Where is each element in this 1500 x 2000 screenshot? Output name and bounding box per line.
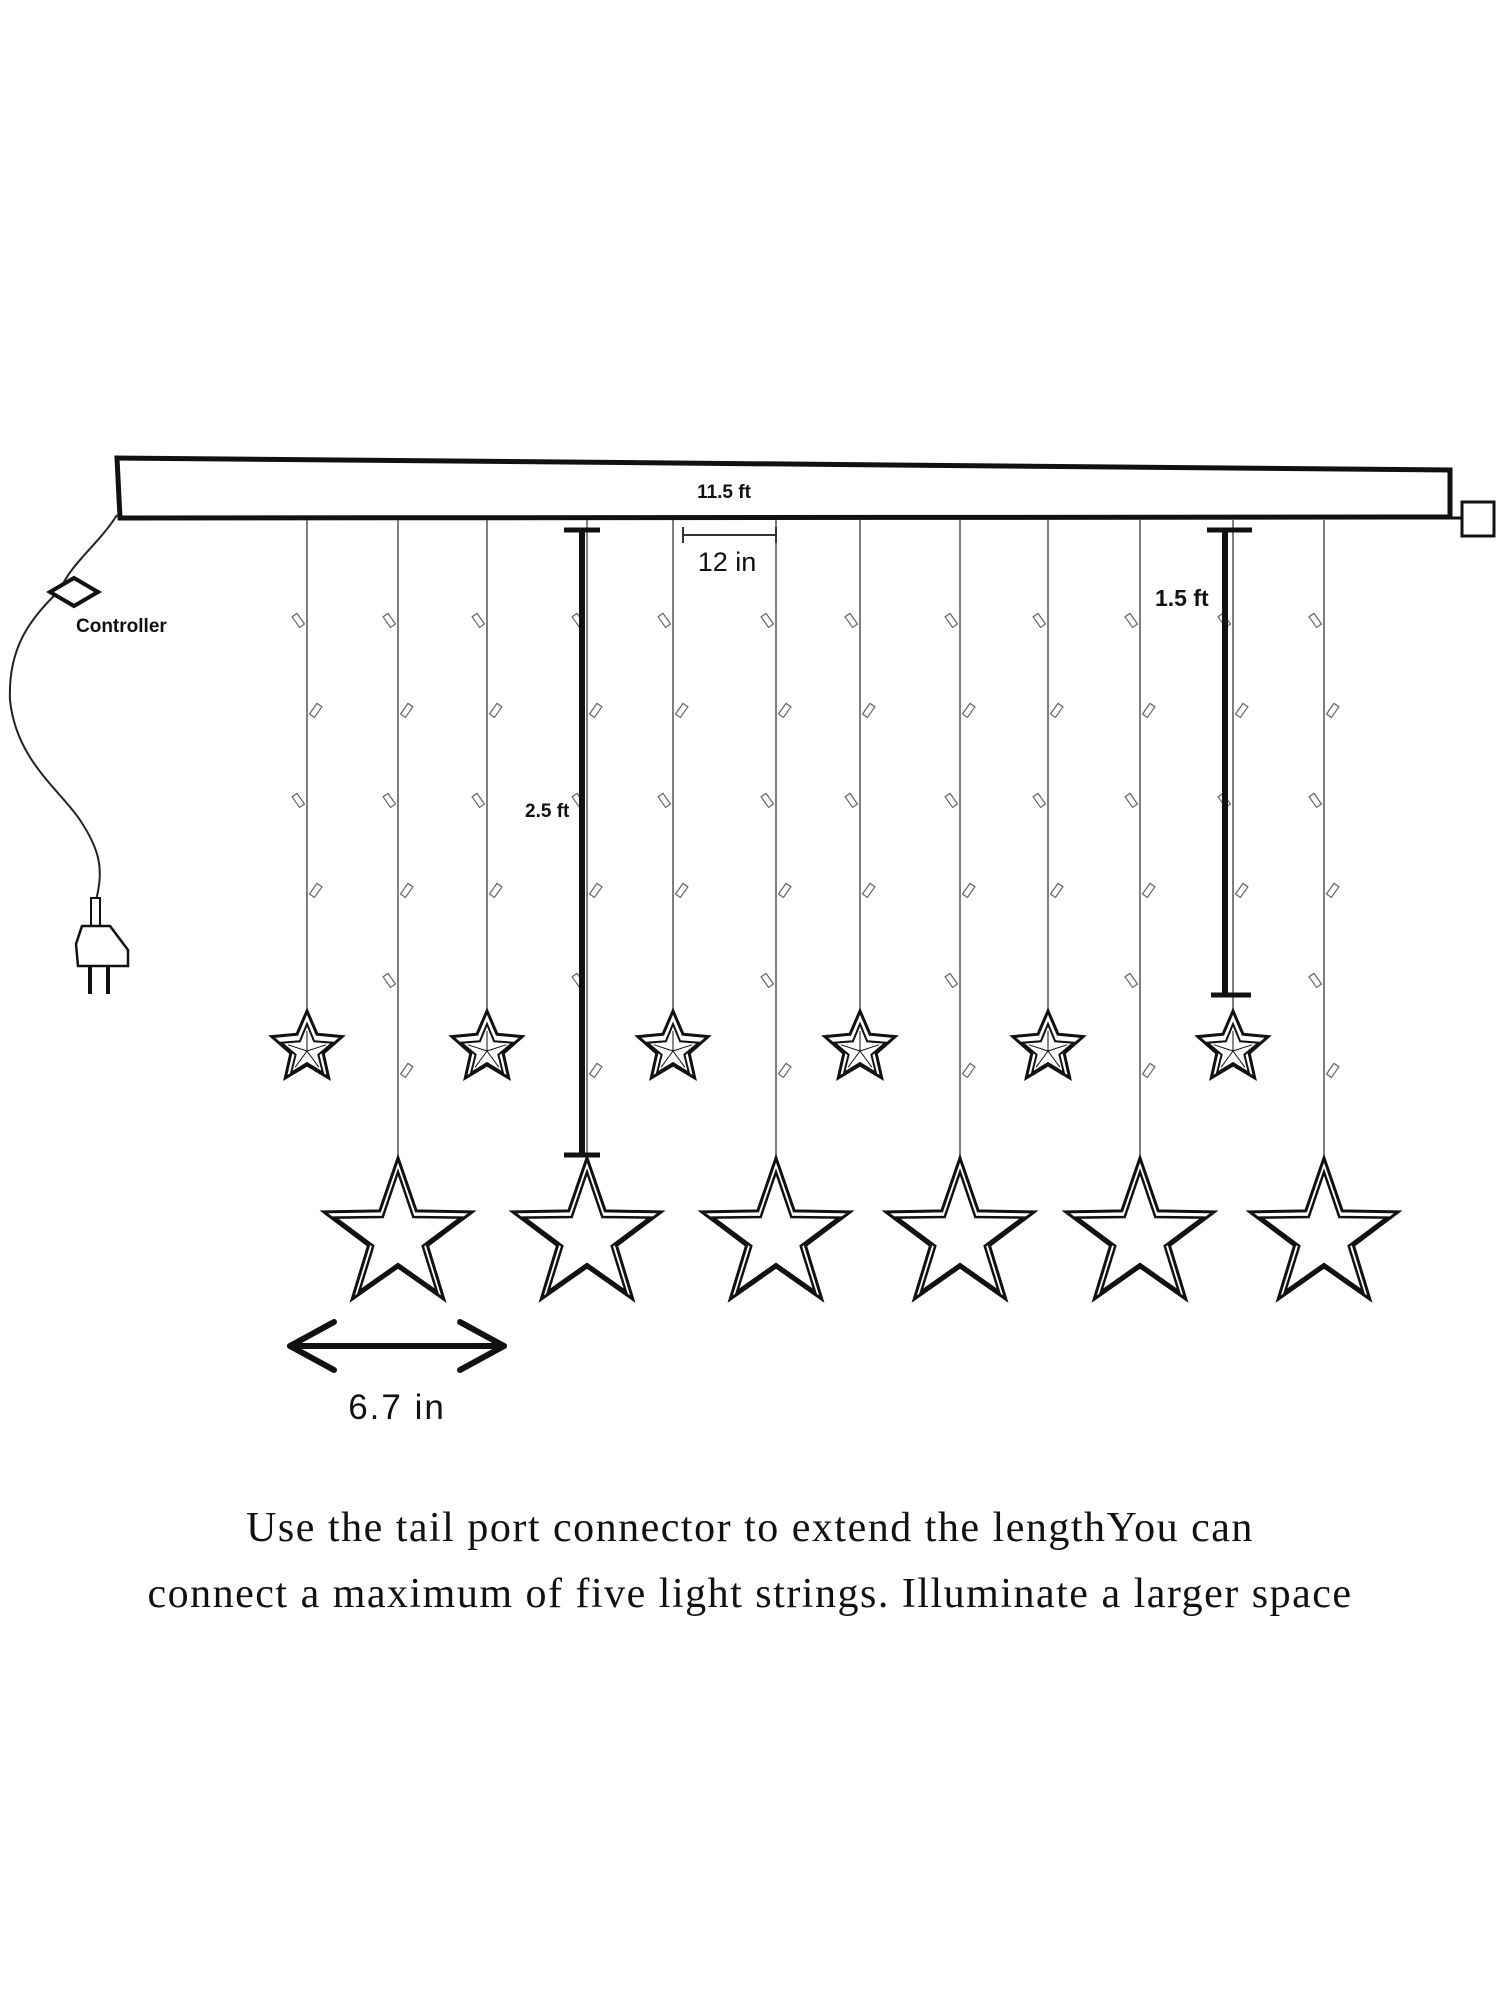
large-star-icon bbox=[697, 1153, 855, 1303]
led-bulb bbox=[760, 972, 775, 989]
led-bulb bbox=[488, 882, 503, 899]
long-drop-dimension bbox=[564, 527, 600, 1158]
led-bulb bbox=[674, 702, 689, 719]
led-bulb bbox=[1141, 702, 1156, 719]
led-bulb bbox=[657, 792, 672, 809]
top-rail bbox=[114, 455, 1453, 521]
caption-line-1: Use the tail port connector to extend th… bbox=[246, 1505, 1254, 1551]
led-bulb bbox=[291, 612, 306, 629]
led-bulb bbox=[382, 792, 397, 809]
led-bulb bbox=[399, 882, 414, 899]
led-bulb bbox=[777, 1062, 792, 1079]
led-bulb bbox=[1124, 612, 1139, 629]
led-bulb bbox=[861, 702, 876, 719]
short-drop-label: 1.5 ft bbox=[1155, 585, 1209, 611]
led-bulb bbox=[944, 972, 959, 989]
led-bulb bbox=[382, 972, 397, 989]
led-bulb bbox=[1308, 972, 1323, 989]
large-star-icon bbox=[319, 1153, 477, 1303]
light-strings bbox=[291, 520, 1340, 1158]
led-bulb bbox=[1124, 972, 1139, 989]
led-bulb bbox=[1325, 702, 1340, 719]
led-bulb bbox=[961, 1062, 976, 1079]
led-bulb bbox=[777, 882, 792, 899]
led-bulb bbox=[1032, 792, 1047, 809]
led-bulb bbox=[1234, 702, 1249, 719]
led-bulb bbox=[760, 612, 775, 629]
power-cord bbox=[8, 514, 118, 901]
led-bulb bbox=[471, 792, 486, 809]
led-bulb bbox=[961, 702, 976, 719]
led-bulb bbox=[861, 882, 876, 899]
small-star-icon bbox=[634, 1007, 712, 1081]
led-bulb bbox=[844, 612, 859, 629]
led-bulb bbox=[657, 612, 672, 629]
led-bulb bbox=[1308, 612, 1323, 629]
led-bulb bbox=[588, 882, 603, 899]
led-bulb bbox=[399, 1062, 414, 1079]
caption-line-2: connect a maximum of five light strings.… bbox=[147, 1571, 1353, 1617]
double-arrow-icon bbox=[287, 1319, 507, 1373]
short-drop-dimension bbox=[1207, 527, 1252, 998]
spacing-dimension bbox=[682, 527, 777, 543]
led-bulb bbox=[1049, 702, 1064, 719]
led-bulb bbox=[760, 792, 775, 809]
large-star-icon bbox=[1245, 1153, 1403, 1303]
large-star-icon bbox=[881, 1153, 1039, 1303]
large-star-icon bbox=[508, 1153, 666, 1303]
small-star-icon bbox=[821, 1007, 899, 1081]
small-star-icon bbox=[448, 1007, 526, 1081]
caption: Use the tail port connector to extend th… bbox=[0, 1495, 1500, 1627]
controller-label: Controller bbox=[76, 616, 167, 637]
led-bulb bbox=[488, 702, 503, 719]
led-bulb bbox=[777, 702, 792, 719]
led-bulb bbox=[588, 702, 603, 719]
rail-length-label: 11.5 ft bbox=[697, 482, 752, 503]
led-bulb bbox=[308, 882, 323, 899]
led-bulb bbox=[944, 792, 959, 809]
led-bulb bbox=[1032, 612, 1047, 629]
led-bulb bbox=[1234, 882, 1249, 899]
led-bulb bbox=[1308, 792, 1323, 809]
led-bulb bbox=[1049, 882, 1064, 899]
led-bulb bbox=[308, 702, 323, 719]
led-bulb bbox=[961, 882, 976, 899]
led-bulb bbox=[471, 612, 486, 629]
stars bbox=[268, 1007, 1403, 1303]
small-star-icon bbox=[1009, 1007, 1087, 1081]
spacing-label: 12 in bbox=[698, 547, 757, 577]
led-bulb bbox=[291, 792, 306, 809]
led-bulb bbox=[1141, 1062, 1156, 1079]
large-star-icon bbox=[1061, 1153, 1219, 1303]
star-width-label: 6.7 in bbox=[348, 1388, 446, 1427]
small-star-icon bbox=[268, 1007, 346, 1081]
led-bulb bbox=[674, 882, 689, 899]
led-bulb bbox=[399, 702, 414, 719]
led-bulb bbox=[1141, 882, 1156, 899]
plug-icon bbox=[74, 897, 130, 994]
tail-connector-icon bbox=[1450, 500, 1496, 538]
led-bulb bbox=[382, 612, 397, 629]
led-bulb bbox=[1325, 1062, 1340, 1079]
led-bulb bbox=[844, 792, 859, 809]
led-bulb bbox=[944, 612, 959, 629]
led-bulb bbox=[1124, 792, 1139, 809]
controller-icon bbox=[46, 575, 102, 609]
led-bulb bbox=[588, 1062, 603, 1079]
long-drop-label: 2.5 ft bbox=[525, 801, 570, 822]
led-bulb bbox=[1325, 882, 1340, 899]
small-star-icon bbox=[1194, 1007, 1272, 1081]
